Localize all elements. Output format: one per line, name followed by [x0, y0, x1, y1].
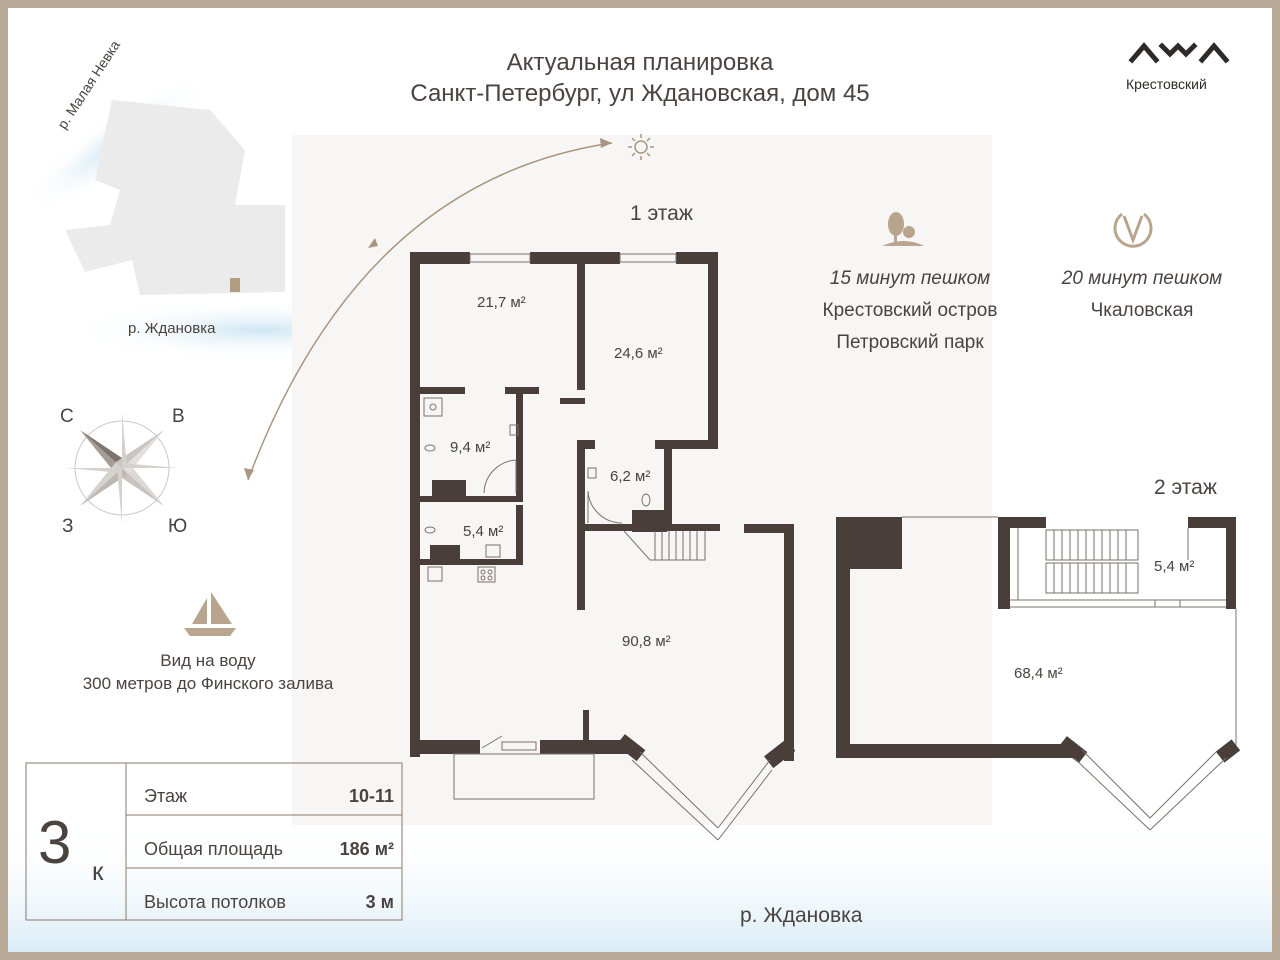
floor-2-label: 2 этаж — [1154, 476, 1217, 499]
ceiling-height-label: Высота потолков — [144, 892, 286, 912]
ceiling-height-value: 3 м — [365, 892, 394, 912]
floor-1-label: 1 этаж — [630, 202, 693, 225]
compass-south-label: Ю — [168, 516, 188, 537]
sun-path-arc — [247, 142, 613, 481]
floor-info-label: Этаж — [144, 786, 188, 806]
plan-canvas — [8, 42, 1272, 952]
water-distance-label: 300 метров до Финского залива — [82, 674, 334, 693]
total-area-label: Общая площадь — [144, 839, 284, 859]
metro-walk-time: 20 минут пешком — [1061, 268, 1223, 289]
room-area-label: 24,6 м² — [614, 345, 663, 362]
park-walk-time: 15 минут пешком — [829, 268, 991, 289]
compass-rose-icon — [66, 412, 178, 524]
page-address: Санкт-Петербург, ул Ждановская, дом 45 — [410, 80, 870, 107]
room-area-label: 5,4 м² — [463, 523, 504, 540]
park-tree-icon — [882, 212, 924, 246]
room-area-label: 90,8 м² — [622, 633, 671, 650]
building-location-marker — [230, 278, 240, 292]
river-glow — [8, 820, 1272, 952]
plan-sheet: Актуальная планировка Санкт-Петербург, у… — [8, 8, 1272, 952]
wall — [410, 252, 420, 757]
river-label-zhdanovka: р. Ждановка — [740, 904, 863, 927]
metro-icon — [1113, 212, 1153, 248]
page-title: Актуальная планировка — [506, 49, 774, 76]
compass-west-label: З — [62, 516, 74, 537]
metro-station-name: Чкаловская — [1090, 300, 1194, 321]
compass-east-label: В — [172, 406, 185, 427]
island-silhouette — [65, 100, 285, 295]
room-area-label: 9,4 м² — [450, 439, 491, 456]
floor-1-plan — [410, 252, 796, 841]
total-area-value: 186 м² — [339, 839, 394, 859]
room-area-label: 21,7 м² — [477, 294, 526, 311]
plan-backdrop — [292, 135, 992, 825]
moon-icon — [248, 498, 257, 516]
floor-2-plan — [836, 516, 1241, 831]
room-area-label: 6,2 м² — [610, 468, 651, 485]
river-label-zhdanovka-map: р. Ждановка — [128, 320, 216, 337]
room-area-label: 68,4 м² — [1014, 665, 1063, 682]
logo-text: Крестовский — [1126, 76, 1207, 92]
sailboat-icon — [184, 592, 236, 636]
krestovsky-logo-icon — [1128, 42, 1230, 64]
park-name-1: Крестовский остров — [822, 300, 998, 321]
compass-north-label: С — [60, 406, 74, 427]
room-count-number: 3 — [38, 809, 72, 876]
water-view-label: Вид на воду — [160, 651, 256, 670]
park-name-2: Петровский парк — [836, 332, 984, 353]
room-area-label: 5,4 м² — [1154, 558, 1195, 575]
room-count-suffix: к — [92, 856, 104, 886]
floor-info-value: 10-11 — [348, 786, 394, 806]
apartment-info-frame — [25, 762, 403, 921]
sun-icon — [628, 134, 654, 160]
